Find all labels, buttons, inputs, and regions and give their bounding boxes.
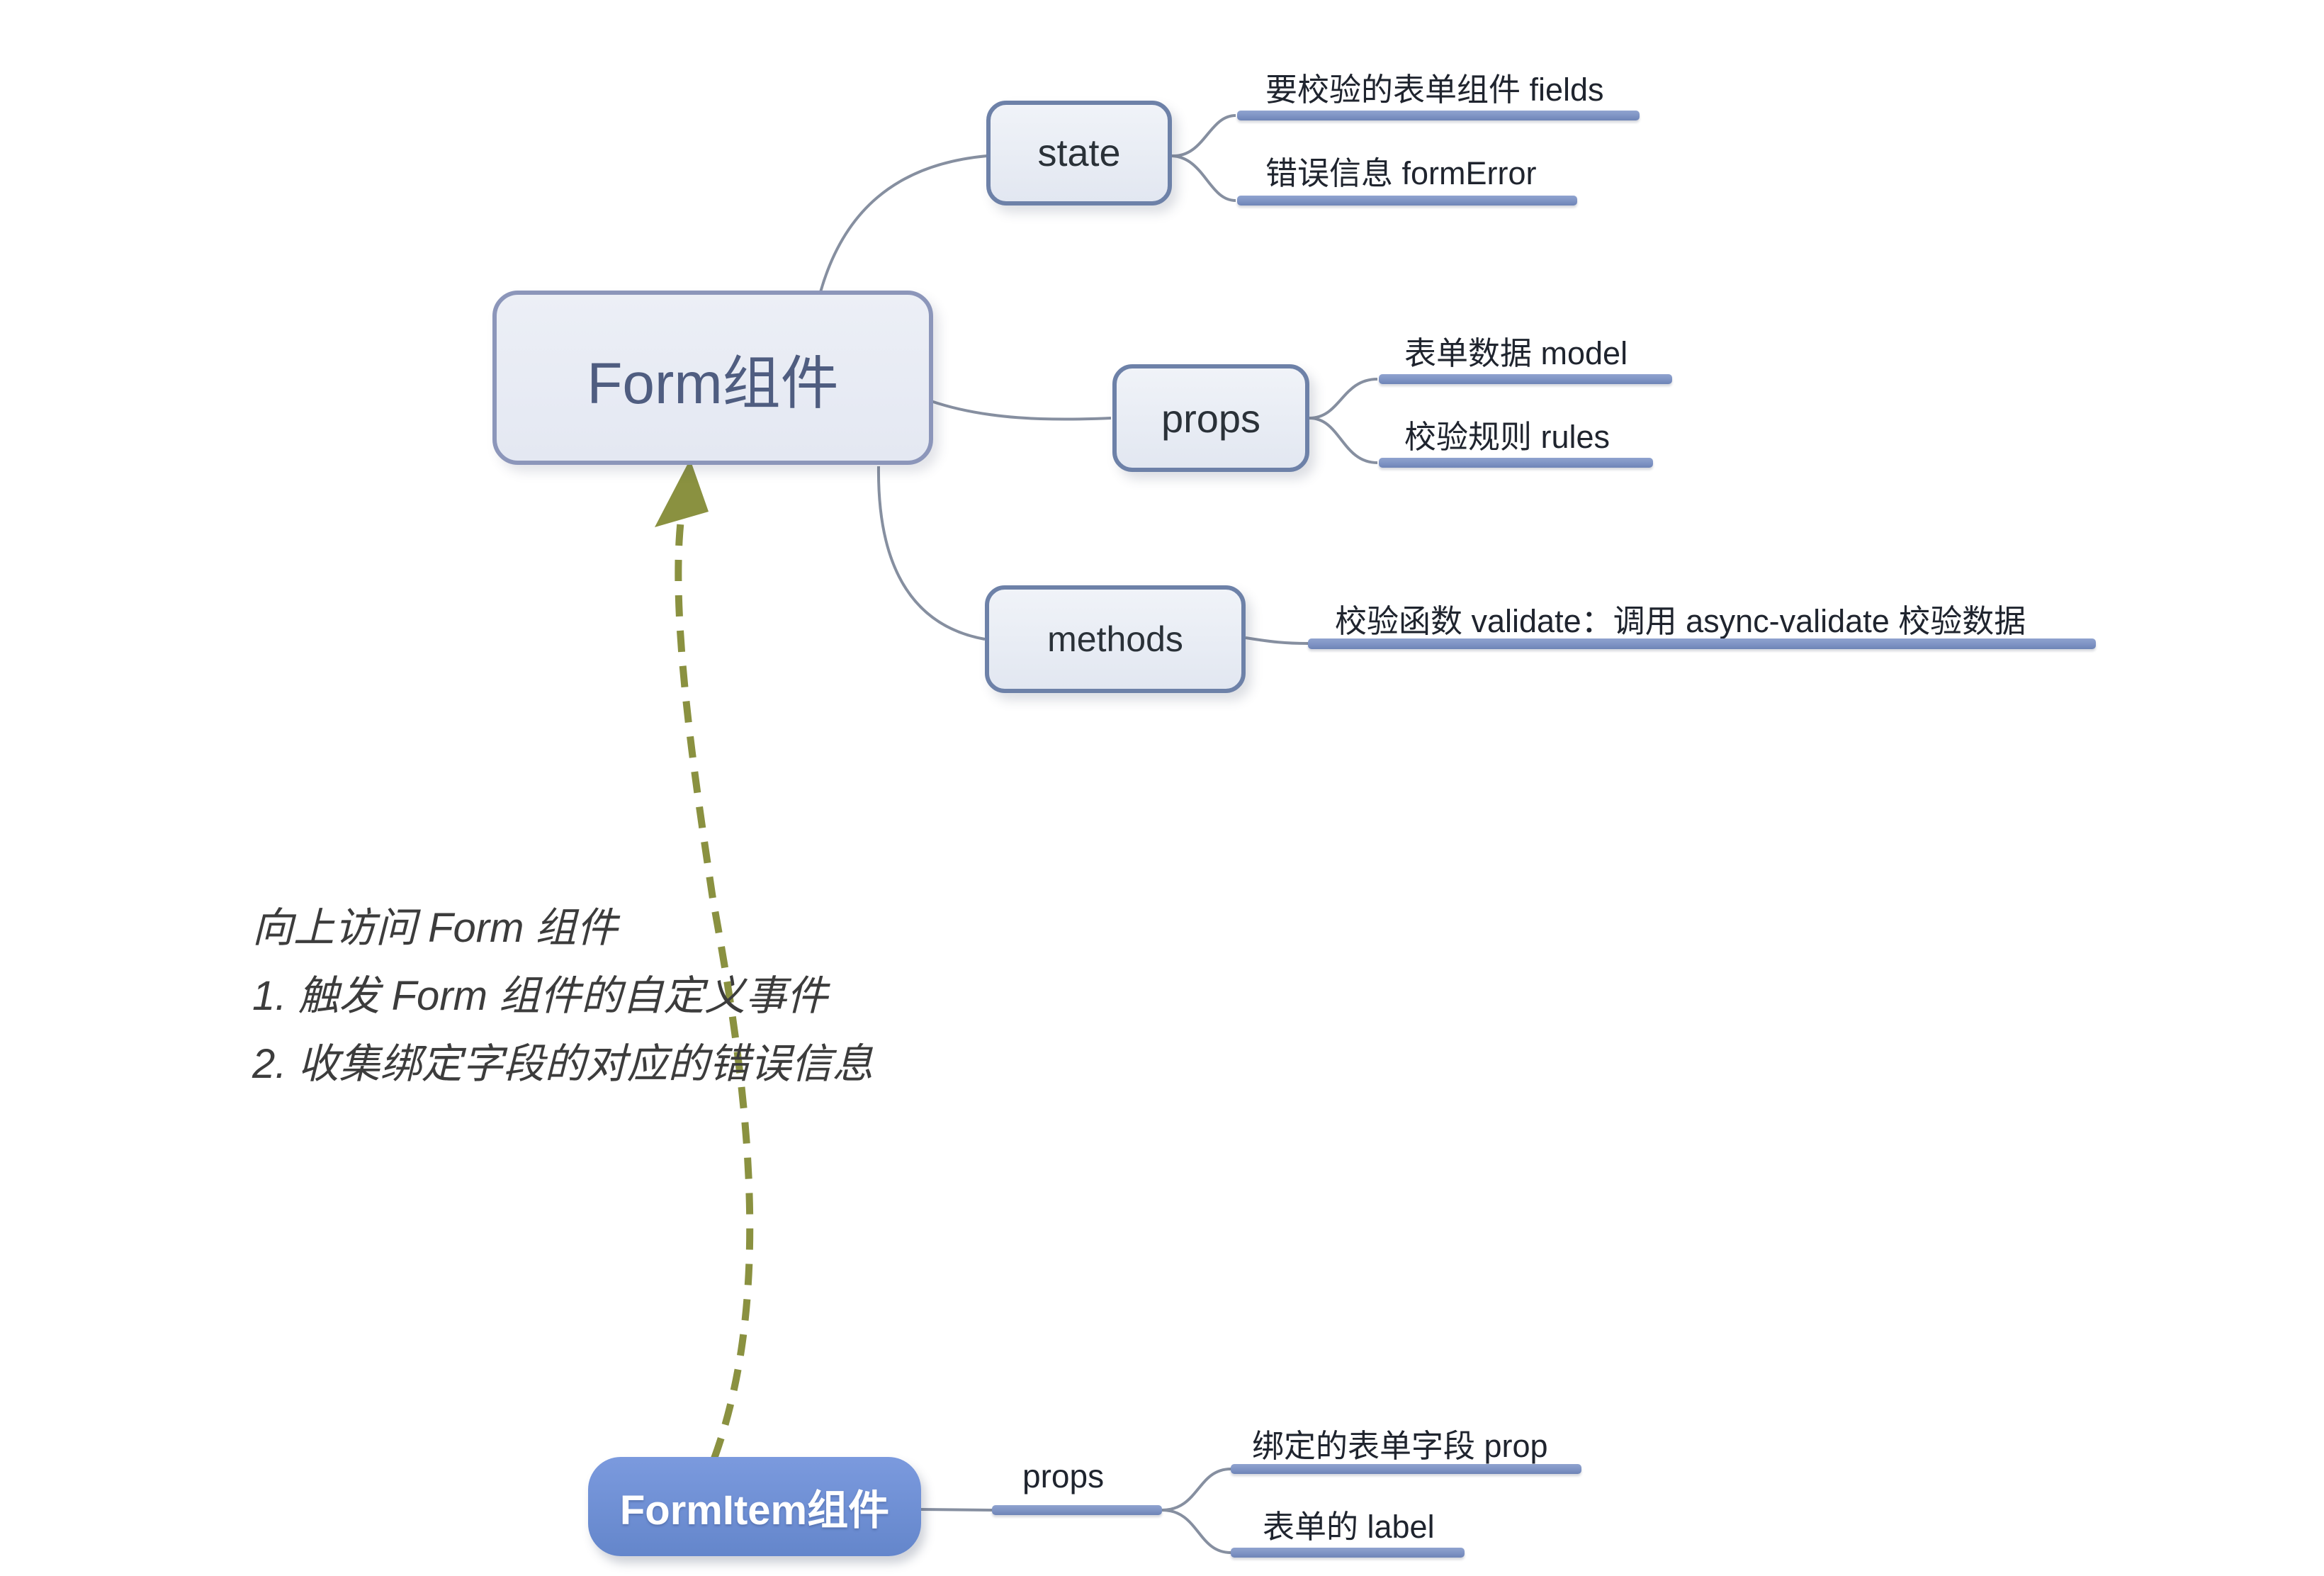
node-props[interactable]: props <box>1112 364 1309 472</box>
connector-state-formerror <box>1171 154 1236 202</box>
node-form-component[interactable]: Form组件 <box>492 291 933 465</box>
leaf-prop[interactable]: 绑定的表单字段 prop <box>1252 1428 1548 1464</box>
node-formitem-component[interactable]: FormItem组件 <box>588 1457 921 1556</box>
annotation-text: 向上访问 Form 组件 1. 触发 Form 组件的自定义事件 2. 收集绑定… <box>252 894 874 1098</box>
branch-props-underline <box>992 1505 1162 1515</box>
annotation-line: 向上访问 Form 组件 <box>252 905 618 951</box>
connector-form-props <box>930 400 1112 421</box>
node-state[interactable]: state <box>986 101 1172 206</box>
connector-props-prop <box>1161 1468 1231 1512</box>
leaf-formerror[interactable]: 错误信息 formError <box>1265 155 1537 191</box>
connector-methods-validate <box>1245 636 1309 645</box>
connector-props-label <box>1161 1509 1231 1554</box>
connector-state-fields <box>1171 114 1236 158</box>
leaf-label-underline <box>1231 1548 1465 1558</box>
leaf-fields-underline <box>1237 111 1640 120</box>
dashed-arrow <box>675 488 754 1460</box>
leaf-prop-underline <box>1231 1464 1581 1474</box>
leaf-fields[interactable]: 要校验的表单组件 fields <box>1265 72 1604 108</box>
leaf-model[interactable]: 表单数据 model <box>1404 335 1628 371</box>
branch-label-props[interactable]: props <box>1022 1458 1105 1495</box>
connector-form-methods <box>876 466 986 641</box>
leaf-formerror-underline <box>1237 196 1577 206</box>
leaf-label[interactable]: 表单的 label <box>1263 1509 1435 1545</box>
annotation-line: 2. 收集绑定字段的对应的错误信息 <box>252 1041 874 1087</box>
leaf-rules[interactable]: 校验规则 rules <box>1404 419 1611 455</box>
connector-formitem-props <box>920 1508 993 1512</box>
annotation-line: 1. 触发 Form 组件的自定义事件 <box>252 973 828 1019</box>
leaf-model-underline <box>1379 374 1672 384</box>
connector-props-rules <box>1309 417 1378 464</box>
connector-form-state <box>819 154 988 293</box>
connector-props-model <box>1309 378 1378 420</box>
leaf-validate[interactable]: 校验函数 validate：调用 async-validate 校验数据 <box>1335 603 2026 639</box>
node-methods[interactable]: methods <box>985 585 1246 693</box>
leaf-validate-underline <box>1308 638 2096 649</box>
leaf-rules-underline <box>1379 458 1653 468</box>
dashed-arrow-head <box>655 459 709 527</box>
